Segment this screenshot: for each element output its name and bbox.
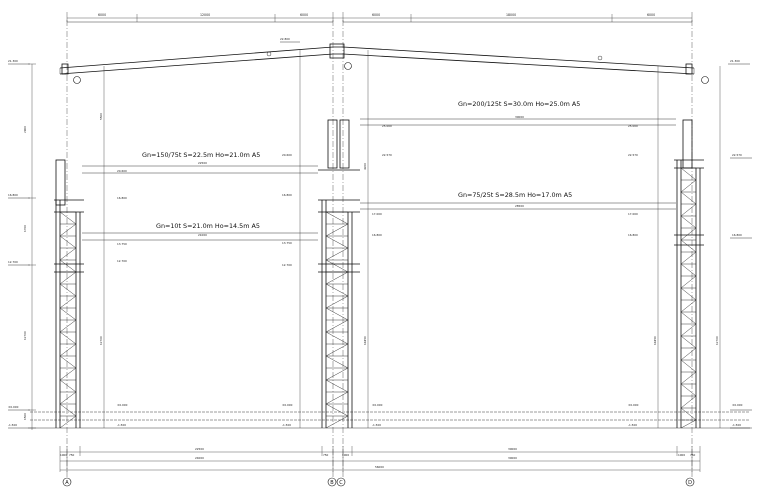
crane-span-right-upper: 30000: [515, 115, 524, 119]
left-dim-chain: 2900 1700 12700 1500: [23, 63, 36, 430]
inner-dim-2: 12700: [99, 336, 103, 345]
foot-dim-5: 1000: [678, 453, 685, 457]
crane-label-upper-right: Gn=200/125t S=30.0m Ho=25.0m A5: [458, 100, 580, 108]
inner-dim-chains: 5500 12700 14450 14450 12700 4200: [99, 50, 721, 428]
elev-below-right-d: -1.500: [628, 423, 637, 427]
elev-below-outer: -1.500: [732, 423, 741, 427]
top-dim-1: 6000: [98, 13, 106, 17]
axis-bubble-d: [685, 477, 695, 487]
elev-right-1: 25.000: [382, 124, 392, 128]
elev-level-d-mid: 12.700: [282, 263, 292, 267]
crane-span-left-lower: 21000: [198, 233, 207, 237]
elev-below-inner: -1.500: [117, 423, 126, 427]
inner-dim-5: 12700: [715, 336, 719, 345]
elev-level-c-mid: 13.750: [282, 241, 292, 245]
crane-label-lower-left: Gn=10t S=21.0m Ho=14.5m A5: [156, 222, 260, 230]
axis-label-c: C: [339, 480, 343, 486]
elev-level-b-mid: 16.800: [282, 193, 292, 197]
foot-dim-4: 1000: [342, 453, 349, 457]
top-dim-2: 12000: [200, 13, 210, 17]
roof-rafters: [59, 43, 695, 75]
elev-right-2-d: 22.570: [628, 153, 638, 157]
inner-dim-3: 14450: [363, 336, 367, 345]
axis-bubble-b: [327, 477, 337, 487]
foot-dim-6: 750: [690, 453, 696, 457]
elev-right-3: 17.000: [372, 212, 382, 216]
axis-bubble-c: [336, 477, 346, 487]
elev-ground-outer: ±0.000: [732, 403, 743, 407]
elevation-markers: 21.300 22.800 21.300 16.800 12.700 ±0.00…: [8, 37, 752, 429]
elev-ridge-left: 21.300: [8, 59, 18, 63]
axis-bubbles: A B C D: [62, 62, 709, 487]
top-dim-5: 18000: [506, 13, 516, 17]
elev-below-left: -1.500: [8, 423, 17, 427]
elev-right-4: 16.800: [372, 233, 382, 237]
axis-lines: [66, 20, 693, 478]
axis-label-b: B: [330, 480, 334, 486]
column-bc: [318, 119, 360, 429]
axis-bubble-a-top: [73, 76, 81, 84]
inner-dim-4: 14450: [653, 336, 657, 345]
crane-label-upper-left: Gn=150/75t S=22.5m Ho=21.0m A5: [142, 151, 260, 159]
axis-bubble-c-top: [344, 62, 352, 70]
elev-level-b-left: 16.800: [8, 193, 18, 197]
column-a: [54, 159, 84, 429]
elev-ground-right-d: ±0.000: [628, 403, 639, 407]
axis-label-a: A: [65, 480, 69, 486]
left-dim-1: 2900: [23, 126, 27, 133]
elev-right-2-outer: 22.570: [732, 153, 742, 157]
elev-below-mid: -1.500: [282, 423, 291, 427]
foot-dim-1: 1000: [60, 453, 67, 457]
bottom-overall: 56000: [375, 465, 384, 469]
elev-right-4-d: 16.800: [628, 233, 638, 237]
elev-ridge-right: 21.300: [730, 59, 740, 63]
elev-right-1-d: 25.000: [628, 124, 638, 128]
elev-right-2: 22.570: [382, 153, 392, 157]
elev-right-4-outer: 16.800: [732, 233, 742, 237]
top-dim-3: 6000: [300, 13, 308, 17]
top-dim-4: 6000: [372, 13, 380, 17]
inner-dim-1: 5500: [99, 113, 103, 120]
elev-level-a-mid: 20.600: [282, 153, 292, 157]
crane-span-right-lower: 28500: [515, 204, 524, 208]
elev-ground-inner: ±0.000: [117, 403, 128, 407]
elev-right-3-d: 17.000: [628, 212, 638, 216]
crane-span-left-upper: 22500: [198, 161, 207, 165]
crane-label-lower-right: Gn=75/25t S=28.5m Ho=17.0m A5: [458, 191, 572, 199]
elev-ground-left: ±0.000: [8, 405, 19, 409]
left-dim-2: 1700: [23, 225, 27, 232]
crane-rails: [82, 118, 676, 241]
elev-level-b-inner: 16.800: [117, 196, 127, 200]
axis-bubble-a: [62, 477, 72, 487]
ground-lines: [30, 411, 750, 429]
bottom-left-inner: 22500: [195, 447, 204, 451]
bottom-right-inner: 30000: [508, 447, 517, 451]
axis-bubble-d-top: [701, 76, 709, 84]
elev-level-c-left: 13.750: [117, 242, 127, 246]
elev-ground-right-inner: ±0.000: [372, 403, 383, 407]
top-dimension-chain: 6000 12000 6000 6000 18000 6000: [66, 12, 693, 23]
bottom-dim-chains: 1000 750 22500 750 1000 30000 1000 750 2…: [59, 446, 701, 472]
inner-dim-6: 4200: [363, 163, 367, 170]
column-d: [674, 119, 704, 429]
left-dim-3: 12700: [23, 331, 27, 340]
bottom-left-total: 24000: [195, 456, 204, 460]
bottom-right-total: 30000: [508, 456, 517, 460]
foot-dim-2: 750: [69, 453, 75, 457]
elev-ground-mid: ±0.000: [282, 403, 293, 407]
axis-label-d: D: [688, 480, 692, 486]
foot-dim-3: 750: [323, 453, 329, 457]
elev-below-right-inner: -1.500: [372, 423, 381, 427]
elev-level-d-inner: 12.700: [117, 259, 127, 263]
left-dim-4: 1500: [23, 413, 27, 420]
elev-ridge-mid: 22.800: [280, 37, 290, 41]
top-dim-6: 6000: [647, 13, 655, 17]
elev-level-a-left: 20.600: [117, 169, 127, 173]
elev-level-d-left: 12.700: [8, 260, 18, 264]
